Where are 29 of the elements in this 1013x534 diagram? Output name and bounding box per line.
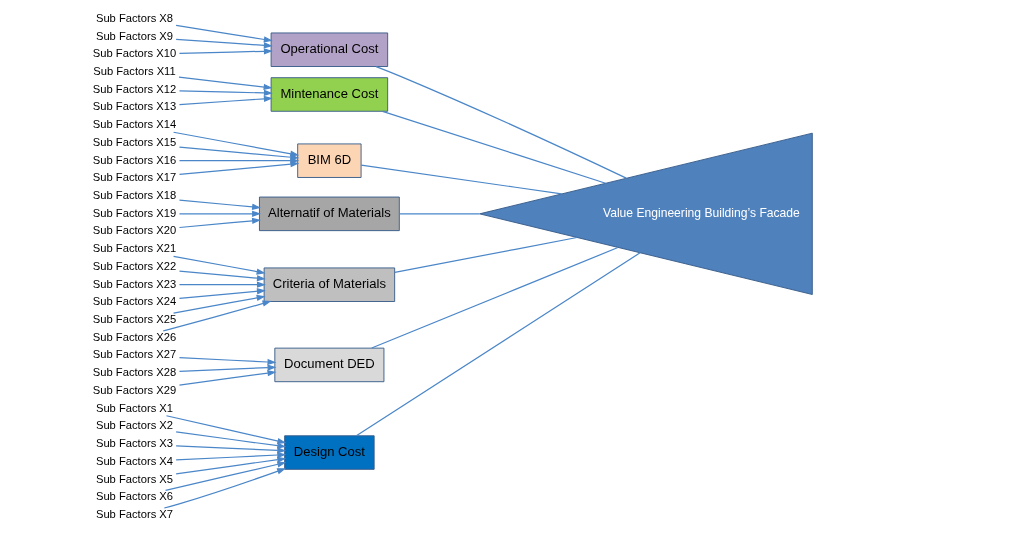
node-text: Sub Factors X7 <box>95 507 174 520</box>
node-text: Sub Factors X1 <box>95 401 174 414</box>
node-text: Sub Factors X21 <box>92 242 177 255</box>
node-text: Sub Factors X18 <box>92 189 177 202</box>
node-text: Sub Factors X2 <box>95 419 174 432</box>
node-text: Sub Factors X20 <box>92 224 177 237</box>
node-text: Sub Factors X6 <box>95 490 174 503</box>
node-text: Sub Factors X24 <box>92 295 177 308</box>
node-text: Sub Factors X28 <box>92 366 177 379</box>
node-text: Sub Factors X23 <box>92 277 177 290</box>
node-text: Sub Factors X17 <box>92 171 177 184</box>
node-text: Sub Factors X5 <box>95 472 174 485</box>
node-text: Sub Factors X15 <box>92 135 177 148</box>
node-text: Sub Factors X11 <box>93 64 176 77</box>
node-text: Sub Factors X25 <box>92 313 177 326</box>
node-text: Sub Factors X8 <box>95 11 174 24</box>
node-text: Sub Factors X16 <box>92 153 177 166</box>
node-text: Sub Factors X12 <box>92 82 177 95</box>
node-text: Sub Factors X26 <box>92 330 177 343</box>
node-text: Sub Factors X13 <box>92 100 177 113</box>
node-text: Sub Factors X22 <box>92 259 177 272</box>
node-text: Sub Factors X4 <box>95 454 174 467</box>
node-text: Sub Factors X14 <box>92 118 177 131</box>
node-text: Sub Factors X29 <box>92 383 177 396</box>
node-text: Sub Factors X10 <box>92 47 177 60</box>
node-text: Sub Factors X27 <box>92 348 177 361</box>
node-text: Sub Factors X9 <box>95 29 174 42</box>
node-text: Sub Factors X19 <box>92 206 177 219</box>
node-text: Sub Factors X3 <box>95 437 174 450</box>
